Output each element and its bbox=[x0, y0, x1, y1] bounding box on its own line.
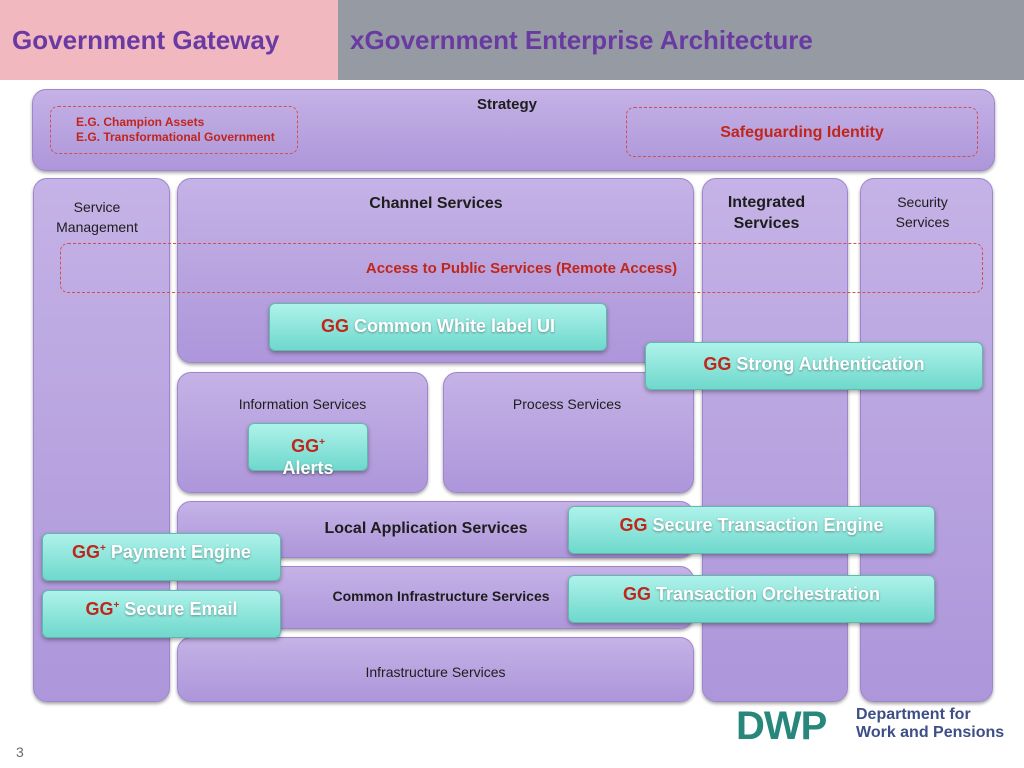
gg-white-label-ui-component: GG Common White label UI bbox=[269, 303, 607, 351]
plus-tag: + bbox=[319, 437, 325, 448]
gg-plus-payment-engine-component: GG+ Payment Engine bbox=[42, 533, 281, 581]
service-management-line1: Service bbox=[73, 199, 121, 215]
dwp-logo: DWP bbox=[736, 704, 827, 748]
common-infrastructure-services-label: Common Infrastructure Services bbox=[332, 588, 550, 604]
integrated-services-label: Integrated Services bbox=[702, 192, 831, 234]
dwp-department-name: Department for Work and Pensions bbox=[856, 706, 1004, 742]
infrastructure-services-label: Infrastructure Services bbox=[365, 664, 506, 680]
alerts-label: Alerts bbox=[282, 458, 334, 478]
dwp-department-line1: Department for bbox=[856, 706, 971, 723]
process-services-label: Process Services bbox=[512, 396, 622, 412]
gg-tag: GG bbox=[291, 436, 320, 456]
strategy-example-2: E.G. Transformational Government bbox=[76, 130, 275, 144]
security-services-line1: Security bbox=[897, 194, 948, 210]
strategy-example-1: E.G. Champion Assets bbox=[76, 115, 205, 129]
service-management-line2: Management bbox=[56, 219, 138, 235]
local-application-services-label: Local Application Services bbox=[324, 520, 528, 537]
gg-tag: GG bbox=[703, 354, 732, 374]
gg-tag: GG bbox=[619, 515, 648, 535]
channel-services-label: Channel Services bbox=[369, 195, 503, 212]
security-services-label: Security Services bbox=[860, 192, 985, 232]
integrated-services-line2: Services bbox=[733, 215, 800, 232]
gg-strong-authentication-component: GG Strong Authentication bbox=[645, 342, 983, 390]
header-left-title: Government Gateway bbox=[12, 25, 280, 55]
gg-tag: GG bbox=[622, 584, 651, 604]
information-services-label: Information Services bbox=[238, 396, 367, 412]
safeguarding-identity-box bbox=[626, 107, 978, 157]
gg-tag: GG bbox=[85, 599, 114, 619]
strategy-box bbox=[32, 89, 995, 171]
payment-engine-label: Payment Engine bbox=[110, 542, 251, 562]
security-services-line2: Services bbox=[895, 214, 950, 230]
secure-email-label: Secure Email bbox=[124, 599, 238, 619]
strategy-examples: E.G. Champion Assets E.G. Transformation… bbox=[76, 115, 275, 145]
transaction-orchestration-label: Transaction Orchestration bbox=[655, 584, 881, 604]
header-right-title: xGovernment Enterprise Architecture bbox=[350, 25, 813, 55]
safeguarding-identity-label: Safeguarding Identity bbox=[720, 124, 884, 141]
plus-tag: + bbox=[113, 600, 120, 611]
gg-secure-transaction-engine-component: GG Secure Transaction Engine bbox=[568, 506, 935, 554]
integrated-services-line1: Integrated bbox=[727, 194, 806, 211]
strategy-examples-box bbox=[50, 106, 298, 154]
page-number: 3 bbox=[16, 744, 24, 760]
plus-tag: + bbox=[100, 543, 106, 554]
gg-transaction-orchestration-component: GG Transaction Orchestration bbox=[568, 575, 935, 623]
gg-tag: GG bbox=[320, 316, 349, 336]
service-management-label: Service Management bbox=[33, 197, 161, 237]
gg-tag: GG bbox=[72, 542, 101, 562]
header-left-band: Government Gateway bbox=[0, 0, 338, 80]
secure-transaction-engine-label: Secure Transaction Engine bbox=[652, 515, 884, 535]
access-public-services-label: Access to Public Services (Remote Access… bbox=[365, 260, 678, 277]
gg-plus-secure-email-component: GG+ Secure Email bbox=[42, 590, 281, 638]
infrastructure-services-box bbox=[177, 637, 694, 702]
strategy-title: Strategy bbox=[476, 96, 538, 113]
strong-authentication-label: Strong Authentication bbox=[736, 354, 925, 374]
white-label-ui-label: Common White label UI bbox=[354, 316, 556, 336]
dwp-department-line2: Work and Pensions bbox=[856, 724, 1005, 741]
access-public-services-box bbox=[60, 243, 983, 293]
gg-plus-alerts-component: GG+ Alerts bbox=[248, 423, 368, 478]
process-services-box bbox=[443, 372, 694, 493]
header-right-band: xGovernment Enterprise Architecture bbox=[338, 0, 1024, 80]
